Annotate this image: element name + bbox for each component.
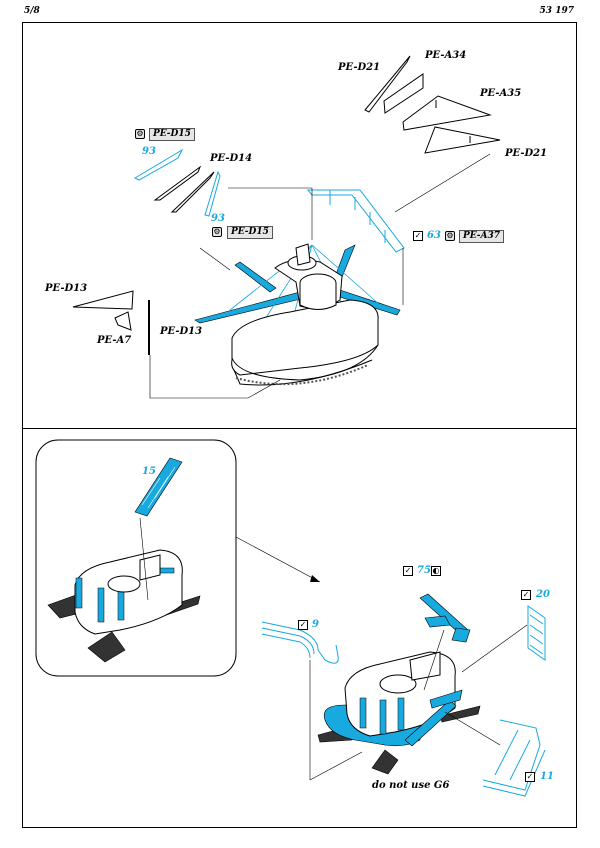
page-number: 5/8	[24, 6, 40, 16]
label-pe-d21-top: PE-D21	[338, 62, 381, 73]
product-code: 53 197	[539, 6, 574, 16]
inset-ship-structure	[47, 517, 201, 663]
part-20	[527, 605, 546, 661]
half-circle-icon: ◐	[431, 566, 441, 576]
part-75	[419, 593, 471, 643]
label-pe-d14: PE-D14	[210, 153, 253, 164]
label-pe-d21-bottom: PE-D21	[505, 148, 548, 159]
inset-leader-line	[235, 536, 321, 583]
ship-structure-lower	[317, 651, 481, 775]
label-pe-d13-left: PE-D13	[45, 283, 88, 294]
part-15	[134, 457, 183, 517]
check-box-icon: ✓	[413, 231, 423, 241]
section-divider	[22, 428, 577, 429]
pe-d14-part	[153, 165, 215, 213]
arrow-head-icon	[310, 575, 320, 582]
number-63: 63	[427, 230, 441, 241]
part-11	[482, 719, 546, 797]
label-pe-a7: PE-A7	[97, 335, 132, 346]
label-pe-d15-mid: PE-D15	[227, 226, 273, 239]
number-9: 9	[312, 619, 319, 630]
pe-d21-top-part	[364, 55, 411, 113]
gear-icon: ⚙	[445, 231, 455, 241]
number-75: 75	[417, 565, 431, 576]
check-box-icon: ✓	[298, 620, 308, 630]
lower-leader-lines	[309, 624, 528, 781]
label-pe-d13-right: PE-D13	[160, 326, 203, 337]
number-20: 20	[536, 589, 550, 600]
number-11: 11	[540, 771, 554, 782]
ship-structure-upper	[194, 243, 401, 386]
gear-icon: ⚙	[212, 227, 222, 237]
part-9	[261, 621, 339, 664]
pe-a35-part	[402, 95, 492, 131]
upper-leader-lines	[149, 153, 491, 399]
check-box-icon: ✓	[521, 590, 531, 600]
check-box-icon: ✓	[403, 566, 413, 576]
note-do-not-use-g6: do not use G6	[372, 780, 450, 791]
number-93-bottom: 93	[211, 213, 225, 224]
label-pe-a35: PE-A35	[480, 88, 522, 99]
page-frame	[22, 22, 577, 828]
pe-a34-part	[383, 73, 424, 114]
label-pe-a34: PE-A34	[425, 50, 467, 61]
label-pe-a37: PE-A37	[459, 230, 505, 243]
part-93-top	[133, 148, 184, 181]
gear-icon: ⚙	[135, 129, 145, 139]
pe-d21-bottom-part	[424, 126, 501, 154]
pe-d13-left-part	[72, 290, 134, 310]
pe-a7-part	[114, 311, 132, 331]
number-15: 15	[142, 466, 156, 477]
check-box-icon: ✓	[525, 772, 535, 782]
number-93-top: 93	[142, 146, 156, 157]
part-93-bottom	[204, 170, 221, 217]
label-pe-d15-top: PE-D15	[149, 128, 195, 141]
